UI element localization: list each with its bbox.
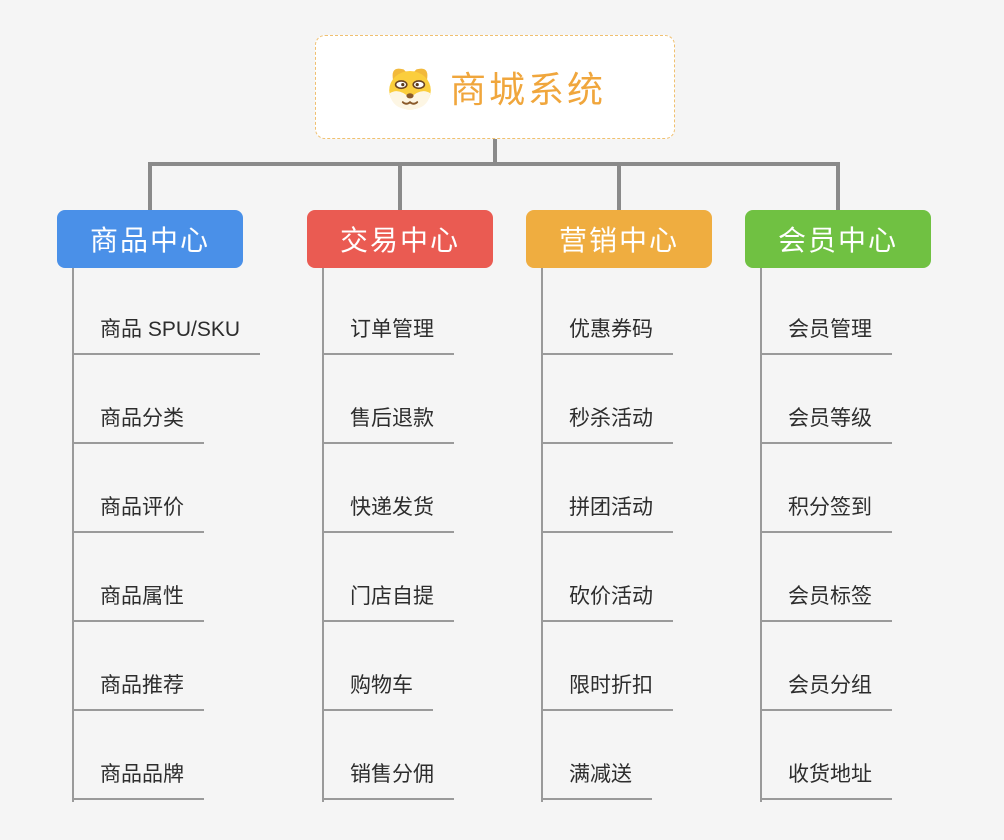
leaf-item-product-category[interactable]: 商品分类	[72, 404, 204, 444]
branch-trunk-line	[760, 268, 762, 802]
connector-drop-marketing	[617, 164, 621, 210]
connector-drop-product	[148, 164, 152, 210]
leaf-item-store-pickup[interactable]: 门店自提	[322, 582, 454, 622]
leaf-item-bargain-activity[interactable]: 砍价活动	[541, 582, 673, 622]
branch-marketing-center: 营销中心 优惠券码 秒杀活动 拼团活动 砍价活动 限时折扣 满减送	[526, 210, 786, 820]
leaf-item-points-checkin[interactable]: 积分签到	[760, 493, 892, 533]
leaf-item-express-shipping[interactable]: 快递发货	[322, 493, 454, 533]
branch-header-trade-center[interactable]: 交易中心	[307, 210, 493, 268]
connector-drop-member	[836, 164, 840, 210]
dog-face-icon	[384, 63, 436, 111]
leaf-item-product-attribute[interactable]: 商品属性	[72, 582, 204, 622]
branch-header-marketing-center[interactable]: 营销中心	[526, 210, 712, 268]
leaf-item-after-sale-refund[interactable]: 售后退款	[322, 404, 454, 444]
leaf-item-sales-commission[interactable]: 销售分佣	[322, 760, 454, 800]
leaf-item-shipping-address[interactable]: 收货地址	[760, 760, 892, 800]
leaf-item-product-review[interactable]: 商品评价	[72, 493, 204, 533]
branch-member-center: 会员中心 会员管理 会员等级 积分签到 会员标签 会员分组 收货地址	[745, 210, 1004, 820]
branch-trade-center: 交易中心 订单管理 售后退款 快递发货 门店自提 购物车 销售分佣	[307, 210, 567, 820]
branch-trunk-line	[322, 268, 324, 802]
leaf-item-spend-and-save[interactable]: 满减送	[541, 760, 652, 800]
leaf-item-product-recommend[interactable]: 商品推荐	[72, 671, 204, 711]
branch-header-member-center[interactable]: 会员中心	[745, 210, 931, 268]
leaf-item-member-level[interactable]: 会员等级	[760, 404, 892, 444]
leaf-item-limited-time-discount[interactable]: 限时折扣	[541, 671, 673, 711]
leaf-item-product-brand[interactable]: 商品品牌	[72, 760, 204, 800]
branch-trunk-line	[541, 268, 543, 802]
root-node-mall-system[interactable]: 商城系统	[315, 35, 675, 139]
leaf-item-order-management[interactable]: 订单管理	[322, 315, 454, 355]
branch-trunk-line	[72, 268, 74, 802]
connector-root-trunk	[493, 139, 497, 164]
connector-horizontal-bar	[148, 162, 840, 166]
leaf-item-shopping-cart[interactable]: 购物车	[322, 671, 433, 711]
leaf-item-group-buy[interactable]: 拼团活动	[541, 493, 673, 533]
leaf-item-flash-sale[interactable]: 秒杀活动	[541, 404, 673, 444]
leaf-item-member-management[interactable]: 会员管理	[760, 315, 892, 355]
branch-header-product-center[interactable]: 商品中心	[57, 210, 243, 268]
leaf-item-product-spu-sku[interactable]: 商品 SPU/SKU	[72, 315, 261, 355]
leaf-item-member-tags[interactable]: 会员标签	[760, 582, 892, 622]
connector-drop-trade	[398, 164, 402, 210]
branch-product-center: 商品中心 商品 SPU/SKU 商品分类 商品评价 商品属性 商品推荐 商品品牌	[57, 210, 317, 820]
leaf-item-member-groups[interactable]: 会员分组	[760, 671, 892, 711]
leaf-item-coupon-code[interactable]: 优惠券码	[541, 315, 673, 355]
root-title: 商城系统	[449, 69, 606, 110]
